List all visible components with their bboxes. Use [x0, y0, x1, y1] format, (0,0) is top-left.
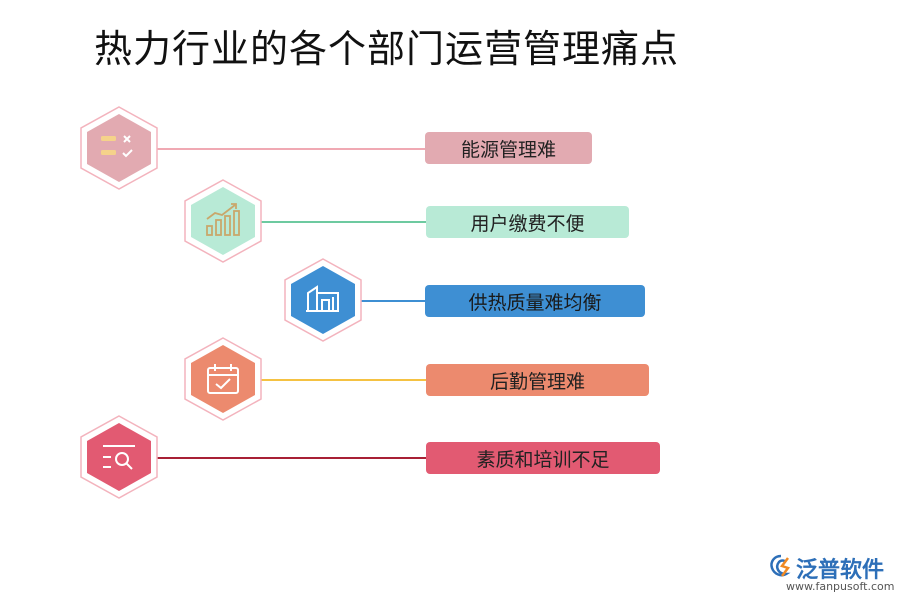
search-list-icon — [103, 445, 135, 470]
connector-line-4 — [256, 379, 426, 381]
connector-line-3 — [356, 300, 426, 302]
logo-url: www.fanpusoft.com — [786, 580, 895, 593]
label-user-payment: 用户缴费不便 — [426, 206, 629, 238]
hex-node-1 — [78, 105, 160, 191]
building-icon — [306, 285, 339, 312]
fanpu-logo: 泛普软件 www.fanpusoft.com — [764, 552, 894, 596]
label-heating-quality: 供热质量难均衡 — [425, 285, 645, 317]
fanpu-logo-icon — [770, 554, 791, 577]
label-energy-management: 能源管理难 — [425, 132, 592, 164]
hex-node-5 — [78, 414, 160, 500]
page-title: 热力行业的各个部门运营管理痛点 — [94, 27, 680, 71]
label-logistics-management: 后勤管理难 — [426, 364, 649, 396]
hex-node-3 — [282, 257, 364, 343]
calendar-check-icon — [207, 364, 239, 394]
label-training: 素质和培训不足 — [426, 442, 660, 474]
bar-chart-growth-icon — [206, 203, 240, 236]
checklist-icon — [101, 135, 133, 158]
connector-line-2 — [256, 221, 426, 223]
connector-line-1 — [150, 148, 426, 150]
hex-node-4 — [182, 336, 264, 422]
logo-name: 泛普软件 — [796, 558, 885, 583]
hex-node-2 — [182, 178, 264, 264]
connector-line-5 — [150, 457, 426, 459]
